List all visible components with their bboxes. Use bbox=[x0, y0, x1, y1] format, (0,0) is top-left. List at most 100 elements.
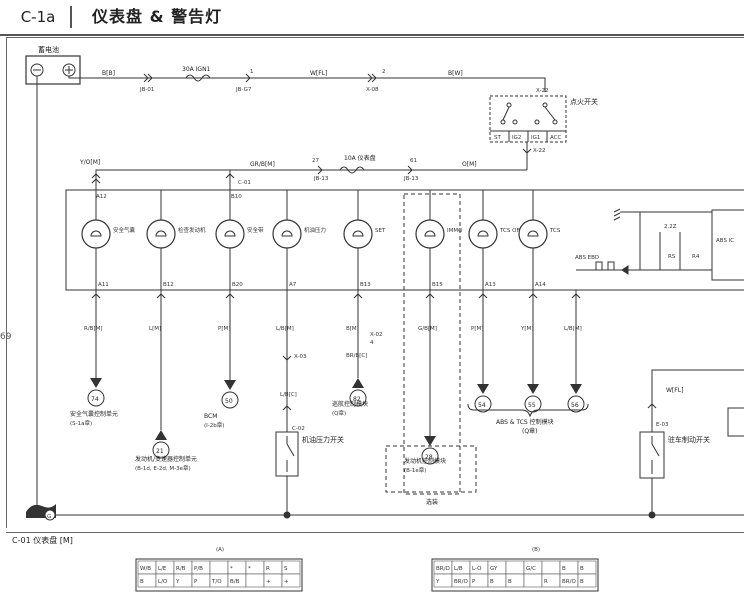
conn-a-label: (A) bbox=[216, 547, 224, 553]
lamp-label: 安全带 bbox=[247, 226, 264, 234]
branch-ref: (B-1d, E-2d, M-3e章) bbox=[135, 464, 191, 472]
connector-pin: B/B bbox=[227, 573, 247, 588]
battery: 蓄电池 bbox=[25, 45, 81, 85]
r-r4: R4 bbox=[692, 254, 700, 260]
ign-ig2: IG2 bbox=[512, 135, 521, 141]
conn-c01: C-01 bbox=[238, 180, 251, 186]
pin-wire: B bbox=[580, 579, 584, 585]
connector-pin: T/O bbox=[209, 573, 229, 588]
ignition-label: 点火开关 bbox=[570, 97, 598, 106]
branch-wire: L[M] bbox=[149, 326, 161, 332]
wire-b: B[B] bbox=[102, 70, 115, 77]
branch-text: 发动机/变速器控制单元 bbox=[135, 455, 197, 463]
branch-num: 74 bbox=[91, 396, 99, 403]
branch-oil: L/B[M] bbox=[276, 290, 294, 432]
section-code: C-1a bbox=[6, 6, 72, 28]
pin-wire: B/B bbox=[230, 579, 240, 585]
connector-pin bbox=[209, 560, 229, 575]
fuse-main: 30A IGN1 bbox=[182, 66, 211, 73]
connector-pin: * bbox=[245, 560, 265, 575]
page-title: 仪表盘 & 警告灯 bbox=[92, 7, 223, 26]
pin-2: 2 bbox=[382, 69, 386, 75]
connector-pin: S bbox=[281, 560, 301, 575]
pin-wire: W/B bbox=[140, 566, 151, 572]
connector-pin: B bbox=[559, 560, 579, 575]
pin-wire: T/O bbox=[211, 579, 222, 585]
pin-61: 61 bbox=[410, 158, 417, 164]
cruise-conn: X-02 bbox=[370, 332, 382, 338]
abs-module-ref: (Q章) bbox=[522, 427, 537, 435]
branch-wire: B[M] bbox=[346, 326, 359, 332]
branch-ref: (I-2b章) bbox=[204, 421, 224, 429]
pin-wire: L/E bbox=[158, 566, 167, 572]
wire-grb: GR/B[M] bbox=[250, 161, 275, 168]
connector-pin: BR/O bbox=[433, 560, 453, 575]
pin-wire: + bbox=[284, 579, 289, 585]
pin-a12: A12 bbox=[96, 194, 107, 200]
connector-pin: P bbox=[191, 573, 211, 588]
pin-wire: GY bbox=[490, 566, 498, 572]
pin-wire: * bbox=[248, 566, 251, 572]
abs-circuit bbox=[576, 208, 712, 275]
page-header: C-1a 仪表盘 & 警告灯 bbox=[0, 0, 744, 36]
oil-switch bbox=[275, 431, 299, 515]
conn-b-label: (B) bbox=[532, 547, 540, 553]
connector-pin: Y bbox=[173, 573, 193, 588]
lamp-label: SET bbox=[375, 228, 386, 234]
ignition-switch bbox=[489, 95, 567, 170]
parking-wire: W[FL] bbox=[666, 387, 683, 394]
connector-pin: L-O bbox=[469, 560, 489, 575]
pin-wire: Y bbox=[435, 579, 440, 585]
lamp-label: IMMO bbox=[447, 228, 463, 234]
parking-label: 驻车制动开关 bbox=[668, 435, 710, 444]
cruise-pin: 4 bbox=[370, 340, 374, 346]
pin-wire: G/C bbox=[526, 566, 536, 572]
connector-pin: W/B bbox=[137, 560, 157, 575]
lamp-label: TCS OFF bbox=[499, 228, 523, 234]
pin-wire: R bbox=[266, 566, 270, 572]
pin-b10: B10 bbox=[231, 194, 242, 200]
connector-pin: P bbox=[469, 573, 489, 588]
branch-ref: (S-1a章) bbox=[70, 419, 92, 427]
ground-symbol: G bbox=[26, 504, 56, 521]
lamp-label: 检查发动机 bbox=[178, 226, 206, 234]
branch-num: 21 bbox=[156, 448, 164, 455]
branch-wire: Y[M] bbox=[520, 326, 533, 332]
connector-pin: * bbox=[227, 560, 247, 575]
jb-13a: JB-13 bbox=[313, 176, 329, 182]
wire-yo: Y/O[M] bbox=[79, 159, 100, 166]
x-08: X-08 bbox=[366, 87, 379, 93]
branch-wire: R/B[M] bbox=[84, 326, 103, 332]
branch-num: 55 bbox=[528, 402, 536, 409]
lamp-label: 机油压力 bbox=[304, 226, 326, 234]
connector-pin: BR/O bbox=[451, 573, 471, 588]
connector-pin: G/C bbox=[523, 560, 543, 575]
r-22: 2.2Z bbox=[664, 224, 677, 230]
branch-text: 安全气囊控制单元 bbox=[70, 410, 118, 418]
connector-pin: B bbox=[137, 573, 157, 588]
pin-wire: BR/O bbox=[454, 579, 468, 585]
lamp-pin: B20 bbox=[232, 282, 243, 288]
oil-conn-x03: X-03 bbox=[294, 354, 307, 360]
side-mark: 69 bbox=[0, 332, 12, 342]
abs-ebd: ABS EBD bbox=[575, 255, 599, 261]
lamps: 安全气囊A11检查发动机B12安全带B20机油压力A7SETB13IMMOB15… bbox=[81, 190, 561, 290]
diagram-frame bbox=[6, 37, 744, 528]
pin-wire: Y bbox=[175, 579, 180, 585]
branch-num: 28 bbox=[425, 454, 433, 461]
branch-wire: G/B[M] bbox=[418, 326, 437, 332]
connector-pin: Y bbox=[433, 573, 453, 588]
option-label: 选装 bbox=[426, 498, 438, 506]
meter-feed bbox=[91, 165, 527, 190]
